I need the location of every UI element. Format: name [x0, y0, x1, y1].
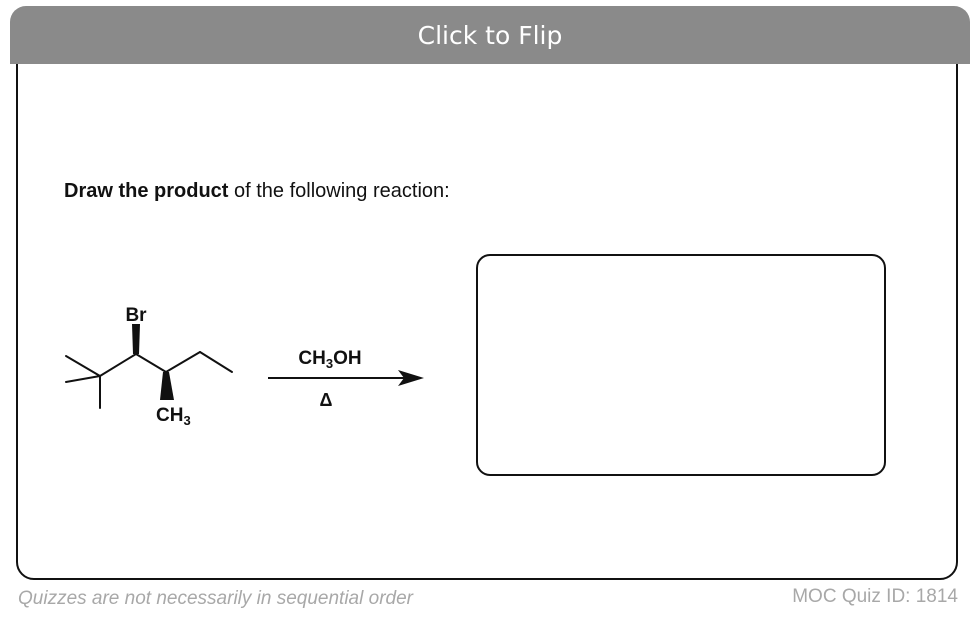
quiz-id: MOC Quiz ID: 1814: [792, 586, 958, 607]
methyl-label: CH3: [156, 405, 191, 428]
reaction-arrow-head: [398, 370, 424, 386]
heat-symbol: Δ: [320, 390, 333, 410]
bond-methyl-upper: [65, 355, 101, 377]
bond-cme-to-ch2: [165, 351, 201, 373]
flip-label: Click to Flip: [417, 20, 563, 50]
bond-ch2-to-ch3: [199, 351, 233, 373]
bond-methyl-lower: [65, 375, 101, 383]
reactant-structure: [65, 351, 233, 409]
question-prompt: Draw the product of the following reacti…: [64, 180, 450, 203]
product-answer-box[interactable]: [476, 254, 886, 476]
question-bold-text: Draw the product: [64, 180, 229, 202]
reagent-label: CH3OH: [298, 348, 361, 371]
wedge-bond-br: [132, 324, 140, 354]
bond-cbr-to-cme: [135, 353, 167, 373]
wedge-bond-methyl: [160, 372, 174, 400]
reaction-scheme: Br CH3 CH3OH Δ: [65, 305, 424, 428]
sequence-note: Quizzes are not necessarily in sequentia…: [18, 588, 413, 609]
click-to-flip-button[interactable]: Click to Flip: [10, 6, 970, 64]
bond-quaternary-to-cbr: [99, 353, 137, 377]
br-label: Br: [125, 305, 147, 326]
question-rest-text: of the following reaction:: [228, 180, 450, 202]
